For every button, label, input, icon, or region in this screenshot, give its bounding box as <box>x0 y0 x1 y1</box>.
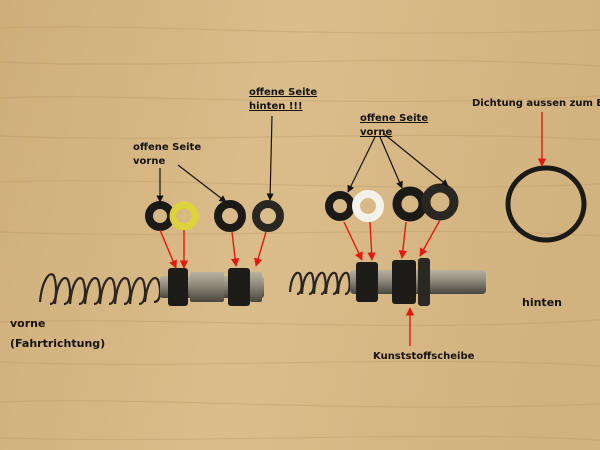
label-kunststoffscheibe: Kunststoffscheibe <box>373 351 475 362</box>
label-offene-seite-hinten: offene Seite hinten !!! <box>249 87 318 112</box>
label-hinten: hinten <box>522 296 562 309</box>
seal-rings <box>145 165 587 243</box>
label-offene-seite-vorne-left: offene Seite vorne <box>133 142 202 167</box>
rear-piston <box>350 258 486 306</box>
label-vorne-fahrtrichtung: vorne (Fahrtrichtung) <box>10 317 106 350</box>
front-piston <box>160 268 264 306</box>
front-spring <box>38 273 162 306</box>
black-arrows <box>156 115 449 203</box>
label-offene-seite-vorne-right: offene Seite vorne <box>360 113 429 138</box>
label-dichtung-bkv: Dichtung aussen zum BKV <box>472 98 600 109</box>
red-arrows <box>159 112 547 346</box>
rear-spring <box>288 271 351 296</box>
